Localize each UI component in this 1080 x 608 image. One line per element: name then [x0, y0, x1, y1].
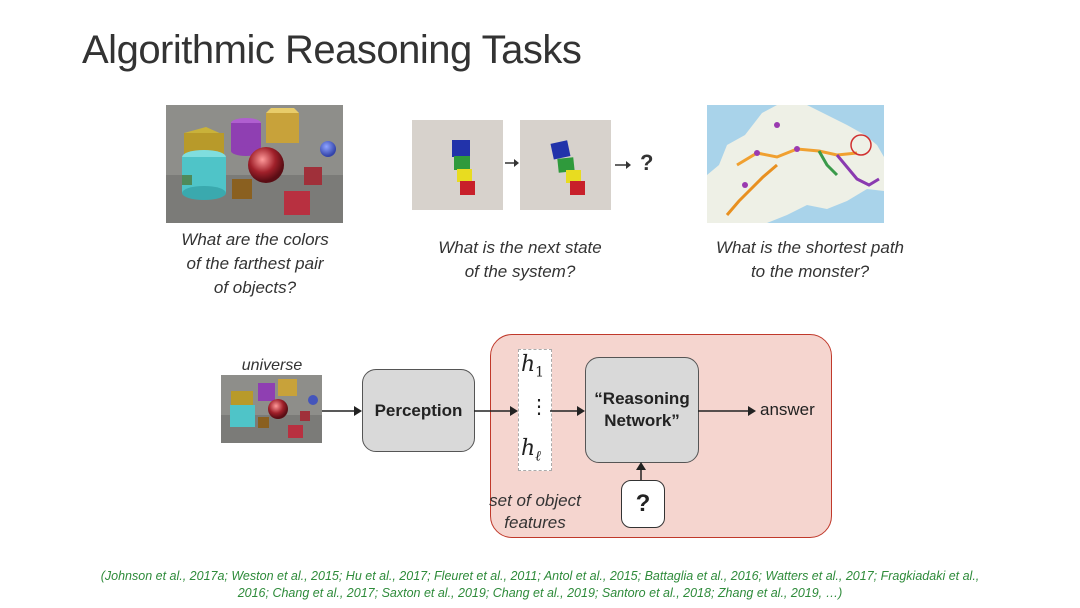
next-state-question-mark: ? — [640, 150, 654, 175]
arrow-right-icon — [698, 404, 756, 422]
arrow-right-icon — [474, 404, 518, 422]
task-1-caption: What are the colors of the farthest pair… — [181, 230, 329, 297]
map-path-image — [707, 105, 884, 223]
universe-scene-image — [221, 375, 322, 443]
slide-title: Algorithmic Reasoning Tasks — [82, 28, 582, 72]
feature-h-last: hℓ — [521, 436, 542, 465]
arrow-right-icon — [322, 404, 362, 422]
block-tower-state-1-image — [412, 120, 503, 210]
references-text: (Johnson et al., 2017a; Weston et al., 2… — [100, 569, 980, 600]
object-feature-vector — [518, 349, 552, 471]
object-features-caption: set of object features — [489, 491, 581, 532]
reasoning-network-module: “Reasoning Network” — [585, 357, 699, 463]
unknown-module: ? — [621, 480, 665, 528]
feature-h1: h1 — [521, 352, 545, 381]
answer-label: answer — [760, 400, 815, 419]
block-tower-state-2-image — [520, 120, 611, 210]
arrow-right-icon — [550, 404, 585, 422]
perception-module: Perception — [362, 369, 475, 452]
arrow-right-icon — [615, 158, 631, 176]
universe-label: universe — [241, 357, 303, 374]
arrow-right-icon — [505, 156, 519, 174]
feature-ellipsis: ⋮ — [529, 394, 549, 418]
clevr-scene-image — [166, 105, 343, 223]
task-2-caption: What is the next state of the system? — [438, 238, 602, 281]
task-3-caption: What is the shortest path to the monster… — [715, 238, 905, 281]
